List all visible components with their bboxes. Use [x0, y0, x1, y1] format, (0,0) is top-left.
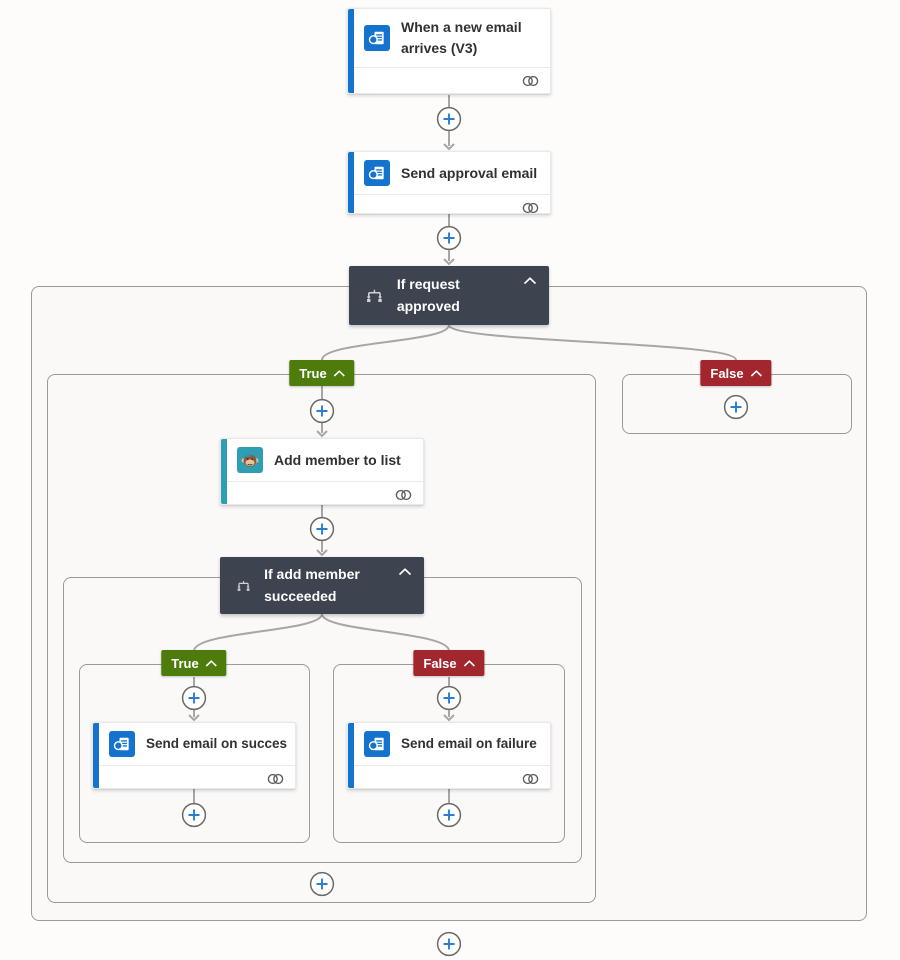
badge-label: False [423, 655, 457, 671]
card-title: Send approval email [401, 164, 538, 181]
outlook-mail-icon [364, 25, 390, 51]
action-card-send-approval-email[interactable]: Send approval email [347, 151, 551, 214]
add-action-button[interactable] [436, 802, 462, 828]
card-accent-bar [93, 723, 99, 788]
insert-step-button[interactable] [309, 398, 335, 424]
card-title: Add member to list [274, 451, 401, 468]
plus-circle-icon [436, 685, 462, 711]
condition-title: If add member succeeded [264, 565, 360, 604]
condition-card-if-add-member-succeeded[interactable]: If add member succeeded [220, 557, 424, 614]
branch-condition-icon [237, 580, 250, 591]
plus-circle-icon [181, 685, 207, 711]
plus-circle-icon [309, 398, 335, 424]
condition-title: If request approved [396, 275, 460, 314]
plus-circle-icon [436, 225, 462, 251]
card-title: Send email on failure [401, 735, 537, 751]
badge-label: True [171, 655, 199, 671]
add-action-button[interactable] [436, 931, 462, 957]
add-action-button[interactable] [181, 802, 207, 828]
card-title: Send email on success [146, 735, 287, 751]
add-action-button[interactable] [309, 871, 335, 897]
plus-circle-icon [181, 802, 207, 828]
linked-connection-icon [267, 773, 284, 784]
action-card-send-email-on-success[interactable]: Send email on success [92, 722, 296, 789]
collapse-chevron-up-icon [206, 659, 218, 667]
plus-circle-icon [309, 516, 335, 542]
insert-step-button[interactable] [181, 685, 207, 711]
collapse-chevron-up-icon [464, 659, 476, 667]
mailchimp-monkey-icon [237, 447, 263, 473]
linked-connection-icon [522, 75, 539, 86]
card-accent-bar [221, 439, 227, 504]
outlook-mail-icon [109, 731, 135, 757]
badge-label: True [299, 365, 327, 381]
outlook-mail-icon [364, 731, 390, 757]
insert-step-button[interactable] [436, 225, 462, 251]
collapse-chevron-up-icon [751, 369, 763, 377]
condition-card-if-request-approved[interactable]: If request approved [349, 266, 549, 325]
linked-connection-icon [395, 489, 412, 500]
true-branch-badge[interactable]: True [289, 360, 355, 386]
plus-circle-icon [436, 106, 462, 132]
insert-step-button[interactable] [436, 685, 462, 711]
insert-step-button[interactable] [436, 106, 462, 132]
add-action-button[interactable] [723, 394, 749, 420]
linked-connection-icon [522, 202, 539, 213]
plus-circle-icon [723, 394, 749, 420]
plus-circle-icon [436, 802, 462, 828]
collapse-chevron-up-icon[interactable] [398, 568, 412, 576]
insert-step-button[interactable] [309, 516, 335, 542]
linked-connection-icon [522, 773, 539, 784]
badge-label: False [710, 365, 744, 381]
outlook-approval-icon [364, 160, 390, 186]
collapse-chevron-up-icon[interactable] [523, 277, 537, 285]
card-accent-bar [348, 9, 354, 93]
branch-condition-icon [367, 289, 382, 302]
false-branch-badge[interactable]: False [700, 360, 772, 386]
plus-circle-icon [309, 871, 335, 897]
card-accent-bar [348, 152, 354, 213]
action-card-add-member-to-list[interactable]: Add member to list [220, 438, 424, 505]
collapse-chevron-up-icon [334, 369, 346, 377]
card-accent-bar [348, 723, 354, 788]
true-branch-badge[interactable]: True [161, 650, 227, 676]
false-branch-badge[interactable]: False [413, 650, 485, 676]
action-card-send-email-on-failure[interactable]: Send email on failure [347, 722, 551, 789]
trigger-card-when-a-new-email-arrives[interactable]: When a new email arrives (V3) [347, 8, 551, 94]
card-title: When a new email arrives (V3) [401, 19, 522, 56]
plus-circle-icon [436, 931, 462, 957]
